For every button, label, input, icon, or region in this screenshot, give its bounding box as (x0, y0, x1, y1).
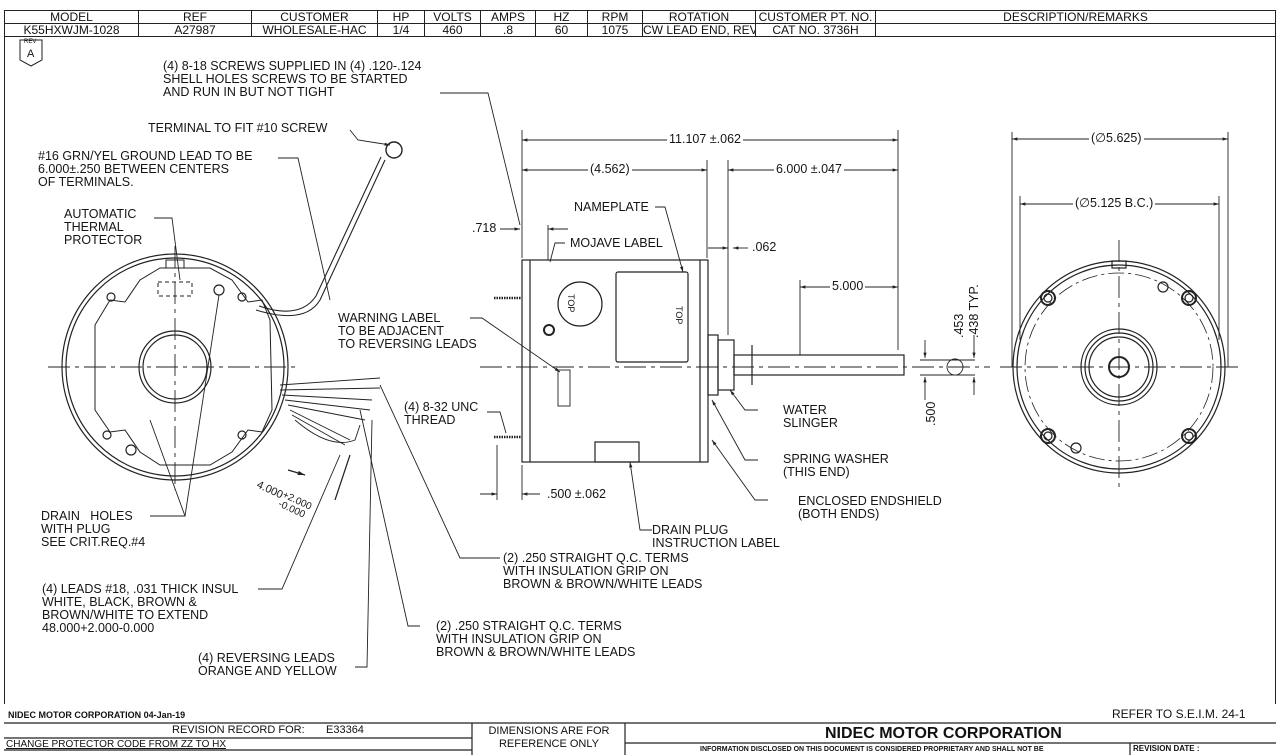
dim-outer-diameter: (∅5.625) (1089, 131, 1144, 145)
val-model: K55HXWJM-1028 (4, 23, 139, 37)
dim-shaft-dia: .500 (924, 399, 938, 428)
val-hp: 1/4 (377, 23, 425, 37)
spec-table-value-row: K55HXWJM-1028 A27987 WHOLESALE-HAC 1/4 4… (4, 23, 1276, 37)
qc-terms-note-1: (2) .250 STRAIGHT Q.C. TERMS WITH INSULA… (503, 551, 703, 591)
revision-record-label: REVISION RECORD FOR: (172, 724, 305, 736)
ground-lead-note: #16 GRN/YEL GROUND LEAD TO BE 6.000±.250… (38, 149, 253, 189)
dim-stud-500: .500 ±.062 (545, 487, 608, 501)
reversing-leads-note: (4) REVERSING LEADS ORANGE AND YELLOW (198, 651, 337, 678)
dim-shaft-length: 6.000 ±.047 (774, 162, 844, 176)
spec-table-header-row: MODEL REF CUSTOMER HP VOLTS AMPS HZ RPM … (4, 10, 1276, 24)
refer-note: REFER TO S.E.I.M. 24-1 (1112, 707, 1246, 721)
qc-terms-note-2: (2) .250 STRAIGHT Q.C. TERMS WITH INSULA… (436, 619, 636, 659)
revision-badge-letter: A (27, 48, 35, 60)
title-block-lines (4, 722, 1276, 755)
shaft-end-view (1000, 132, 1238, 490)
change-note: CHANGE PROTECTOR CODE FROM ZZ TO HX (6, 739, 227, 750)
leads-note: (4) LEADS #18, .031 THICK INSUL WHITE, B… (42, 582, 239, 635)
spec-table: MODEL REF CUSTOMER HP VOLTS AMPS HZ RPM … (4, 10, 1276, 37)
dimensions-reference-note: DIMENSIONS ARE FOR REFERENCE ONLY (488, 725, 610, 750)
water-slinger-note: WATER SLINGER (783, 403, 838, 430)
dim-718: .718 (470, 221, 499, 235)
revision-badge-label: REV (24, 39, 37, 45)
drawing-frame (4, 36, 1276, 704)
proprietary-notice: INFORMATION DISCLOSED ON THIS DOCUMENT I… (700, 746, 1044, 753)
val-customer: WHOLESALE-HAC (251, 23, 378, 37)
leader-lines-side (470, 206, 768, 531)
dim-overall-length: 11.107 ±.062 (667, 132, 743, 146)
terminal-note: TERMINAL TO FIT #10 SCREW (148, 121, 328, 135)
revision-badge-icon (19, 39, 43, 67)
dim-453: .453 (952, 313, 966, 338)
endshield-note: ENCLOSED ENDSHIELD (BOTH ENDS) (798, 494, 942, 521)
leader-lines-left (149, 92, 521, 668)
revision-record-number: E33364 (326, 724, 364, 736)
val-ref: A27987 (138, 23, 252, 37)
top-marking-1: TOP (566, 294, 576, 313)
nameplate-note: NAMEPLATE (574, 200, 649, 214)
drain-plug-note: DRAIN PLUG INSTRUCTION LABEL (652, 523, 780, 550)
lead-end-view (48, 141, 403, 501)
val-description (875, 23, 1276, 37)
revision-date-label: REVISION DATE : (1133, 744, 1200, 753)
top-marking-2: TOP (674, 306, 684, 325)
screws-note: (4) 8-18 SCREWS SUPPLIED IN (4) .120-.12… (163, 59, 422, 99)
dim-body-length: (4.562) (588, 162, 632, 176)
thread-note: (4) 8-32 UNC THREAD (404, 400, 479, 427)
shaft-section (920, 335, 976, 400)
dim-shaft-flat: 5.000 (830, 279, 866, 293)
side-view (480, 259, 990, 463)
dim-bolt-circle: (∅5.125 B.C.) (1073, 196, 1156, 210)
thermal-protector-note: AUTOMATIC THERMAL PROTECTOR (64, 207, 143, 247)
spring-washer-note: SPRING WASHER (THIS END) (783, 452, 889, 479)
warning-label-note: WARNING LABEL TO BE ADJACENT TO REVERSIN… (338, 311, 477, 351)
dim-438: .438 TYP. (967, 284, 981, 338)
company-name: NIDEC MOTOR CORPORATION (825, 725, 1062, 742)
dim-062: .062 (750, 240, 779, 254)
company-date: NIDEC MOTOR CORPORATION 04-Jan-19 (8, 710, 186, 720)
drain-holes-note: DRAIN HOLES WITH PLUG SEE CRIT.REQ.#4 (41, 509, 146, 549)
side-view-dimensions (480, 130, 899, 500)
mojave-label-note: MOJAVE LABEL (570, 236, 663, 250)
